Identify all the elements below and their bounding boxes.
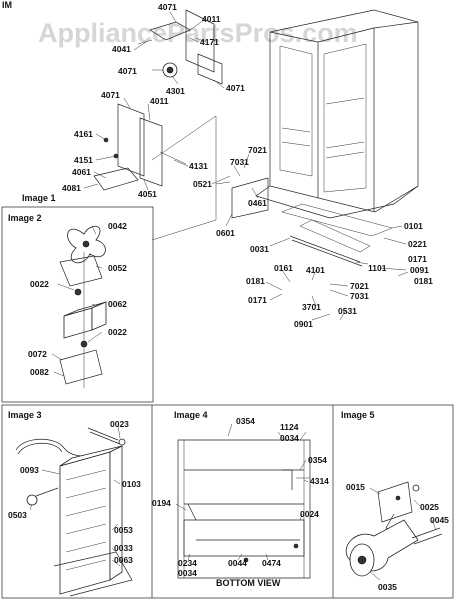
part-label: 0015: [346, 482, 365, 492]
part-label: 0082: [30, 367, 49, 377]
section-title-image2: Image 2: [8, 213, 42, 223]
part-label: 0234: [178, 558, 197, 568]
part-label: 7021: [350, 281, 369, 291]
image2-frame: [1, 206, 154, 403]
section-title-image1: Image 1: [22, 193, 56, 203]
bottom-view-label: BOTTOM VIEW: [216, 578, 281, 588]
fan-motor-drawing: [59, 226, 107, 388]
part-label: 0062: [108, 299, 127, 309]
part-label: 0044: [228, 558, 247, 568]
air-duct-drawing: [93, 103, 231, 241]
part-label: 4071: [118, 66, 137, 76]
part-label: 4314: [310, 476, 329, 486]
image3-5-frame: [1, 404, 454, 599]
part-label: 4101: [306, 265, 325, 275]
section-title-image4: Image 4: [174, 410, 208, 420]
part-label: 0181: [246, 276, 265, 286]
part-label: 1101: [368, 263, 387, 273]
part-label: 0035: [378, 582, 397, 592]
part-label: 0022: [108, 327, 127, 337]
timer-drawing: [345, 481, 443, 577]
part-label: 0034: [280, 433, 299, 443]
part-label: 0601: [216, 228, 235, 238]
part-label: 4151: [74, 155, 93, 165]
bottom-view-drawing: [177, 439, 311, 579]
part-label: 4041: [112, 44, 131, 54]
part-label: 3701: [302, 302, 321, 312]
part-label: 0023: [110, 419, 129, 429]
part-label: 0025: [420, 502, 439, 512]
part-label: 4081: [62, 183, 81, 193]
watermark-text: AppliancePartsPros.com: [38, 18, 358, 48]
part-label: 4171: [200, 37, 219, 47]
part-label: 7031: [350, 291, 369, 301]
part-label: 0033: [114, 543, 133, 553]
part-labels: 4071 4011 4041 4171 4071 4301 4071 4071 …: [8, 2, 449, 592]
part-label: 0354: [308, 455, 327, 465]
part-label: 4011: [202, 14, 221, 24]
control-housing-drawing: [137, 9, 223, 85]
section-title-image3: Image 3: [8, 410, 42, 420]
part-label: 4131: [189, 161, 208, 171]
part-label: 0024: [300, 509, 319, 519]
part-label: 0045: [430, 515, 449, 525]
part-label: 0503: [8, 510, 27, 520]
part-label: 0042: [108, 221, 127, 231]
part-label: 0461: [248, 198, 267, 208]
part-label: 0063: [114, 555, 133, 565]
part-label: 1124: [280, 422, 299, 432]
part-label: 4071: [158, 2, 177, 12]
part-label: 0031: [250, 244, 269, 254]
part-label: 0194: [152, 498, 171, 508]
part-label: 0052: [108, 263, 127, 273]
leader-lines: [29, 11, 437, 581]
part-label: 0354: [236, 416, 255, 426]
section-frames: [1, 206, 454, 599]
part-label: 7031: [230, 157, 249, 167]
part-label: 7021: [248, 145, 267, 155]
part-label: 4071: [101, 90, 120, 100]
part-label: 0181: [414, 276, 433, 286]
part-label: 4051: [138, 189, 157, 199]
part-label: 0161: [274, 263, 293, 273]
part-label: 0101: [404, 221, 423, 231]
part-label: 0103: [122, 479, 141, 489]
part-label: 0034: [178, 568, 197, 578]
part-label: 0221: [408, 239, 427, 249]
part-label: 0093: [20, 465, 39, 475]
evaporator-drawing: [15, 427, 133, 597]
part-label: 4301: [166, 86, 185, 96]
part-label: 0091: [410, 265, 429, 275]
part-label: 0022: [30, 279, 49, 289]
part-label: 0531: [338, 306, 357, 316]
cabinet-drawing: [231, 9, 419, 267]
part-label: 4061: [72, 167, 91, 177]
part-label: 4161: [74, 129, 93, 139]
part-label: 0521: [193, 179, 212, 189]
part-label: 4011: [150, 96, 169, 106]
part-label: 0901: [294, 319, 313, 329]
part-label: 0171: [248, 295, 267, 305]
part-label: 0053: [114, 525, 133, 535]
part-label: 0072: [28, 349, 47, 359]
part-label: 4071: [226, 83, 245, 93]
part-label: 0171: [408, 254, 427, 264]
corner-label: IM: [2, 0, 12, 10]
part-label: 0474: [262, 558, 281, 568]
section-title-image5: Image 5: [341, 410, 375, 420]
